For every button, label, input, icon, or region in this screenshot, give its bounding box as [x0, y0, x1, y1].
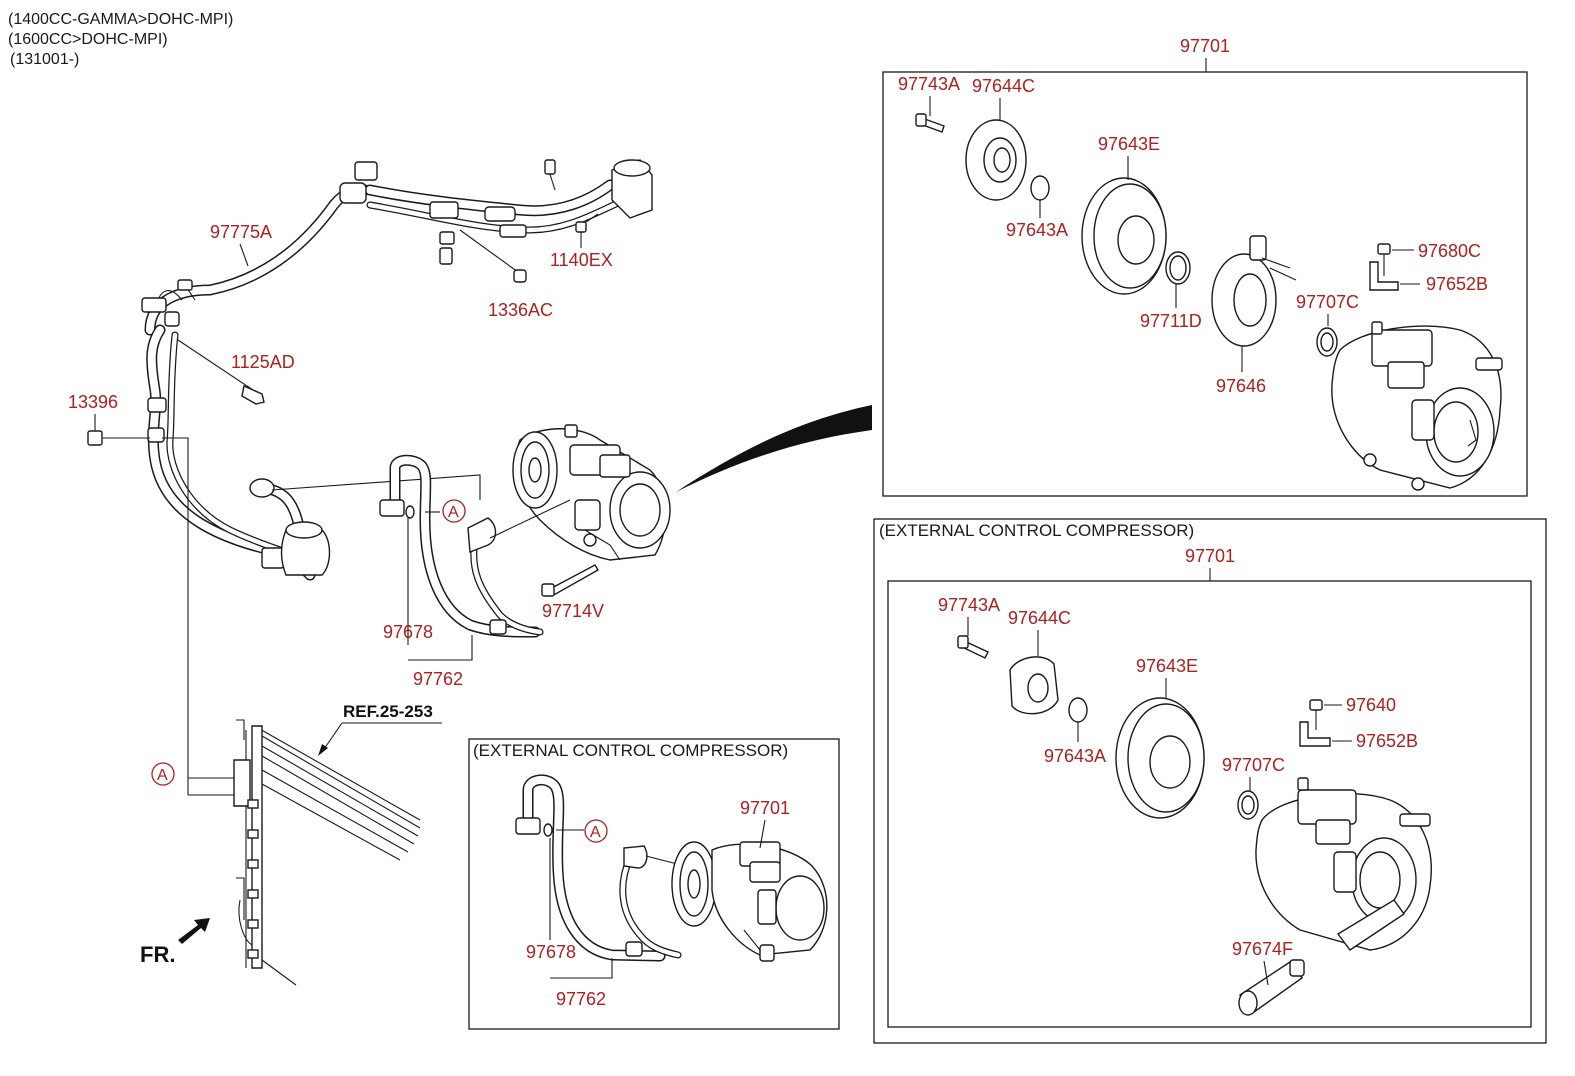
connector-a-label: A	[448, 504, 459, 521]
bottom-label-97743a: 97743A	[938, 595, 1000, 615]
compressor-main	[512, 424, 671, 561]
top-label-97707c: 97707C	[1296, 292, 1359, 312]
main-assembly: 97775A 1140EX 1336AC 1125AD 13396 97678 …	[68, 159, 872, 986]
bottom-inner-frame	[887, 580, 1532, 1028]
top-label-97652b: 97652B	[1426, 274, 1488, 294]
label-1336ac: 1336AC	[488, 300, 553, 320]
label-97775a: 97775A	[210, 222, 272, 242]
bottom-outer-frame	[873, 518, 1547, 1044]
connector-a-marker-condenser	[151, 762, 175, 786]
label-97714v: 97714V	[542, 601, 604, 621]
top-label-97711d: 97711D	[1140, 311, 1202, 331]
bottom-label-97674f: 97674F	[1232, 939, 1293, 959]
bottom-box-title: (EXTERNAL CONTROL COMPRESSOR)	[879, 521, 1194, 540]
bottom-label-97707c: 97707C	[1222, 755, 1285, 775]
liquid-lines	[87, 324, 316, 795]
mid-box-title: (EXTERNAL CONTROL COMPRESSOR)	[473, 741, 788, 760]
bottom-label-97643e: 97643E	[1136, 656, 1198, 676]
bottom-label-97643a: 97643A	[1044, 746, 1106, 766]
bottom-label-97644c: 97644C	[1008, 608, 1071, 628]
connector-a-marker	[442, 499, 466, 523]
condenser	[188, 719, 421, 986]
mid-label-97678: 97678	[526, 942, 576, 962]
model-line-1: (1400CC-GAMMA>DOHC-MPI)	[8, 11, 233, 28]
hose-97775a	[141, 159, 653, 336]
model-line-3: (131001-)	[10, 51, 79, 68]
label-1140ex: 1140EX	[550, 250, 613, 270]
bottom-label-97640: 97640	[1346, 695, 1396, 715]
suction-muffler	[249, 474, 481, 576]
mid-connector-a-label: A	[590, 824, 601, 841]
top-label-97643a: 97643A	[1006, 220, 1068, 240]
bottom-right-box: (EXTERNAL CONTROL COMPRESSOR) 97701 9774…	[873, 518, 1547, 1044]
mid-label-97762: 97762	[556, 989, 606, 1009]
mid-box: (EXTERNAL CONTROL COMPRESSOR) 97701 9767…	[468, 738, 840, 1030]
top-box-frame	[882, 71, 1528, 497]
top-right-box: 97701 97743A 97644C 97643A 97643E 97711D	[882, 36, 1528, 497]
mid-connector-a-marker	[584, 819, 608, 843]
label-1125ad: 1125AD	[231, 352, 295, 372]
mid-box-frame	[468, 738, 840, 1030]
label-97762: 97762	[413, 669, 463, 689]
bottom-box-assembly-label: 97701	[1185, 546, 1235, 566]
top-label-97643e: 97643E	[1098, 134, 1160, 154]
bolt-97714v	[541, 564, 599, 597]
top-label-97646: 97646	[1216, 376, 1266, 396]
connector-a-label-condenser: A	[157, 767, 168, 784]
callout-arrow	[676, 405, 872, 492]
top-label-97680c: 97680C	[1418, 241, 1481, 261]
top-label-97644c: 97644C	[972, 76, 1035, 96]
model-line-2: (1600CC>DOHC-MPI)	[8, 31, 168, 48]
label-13396: 13396	[68, 392, 118, 412]
hose-97762	[379, 454, 571, 638]
ref-label: REF.25-253	[343, 702, 433, 721]
front-arrow-icon	[178, 918, 210, 944]
bottom-label-97652b: 97652B	[1356, 731, 1418, 751]
top-label-97743a: 97743A	[898, 74, 960, 94]
top-box-assembly-label: 97701	[1180, 36, 1230, 56]
mid-label-97701: 97701	[740, 798, 790, 818]
front-marker: FR.	[140, 942, 175, 967]
